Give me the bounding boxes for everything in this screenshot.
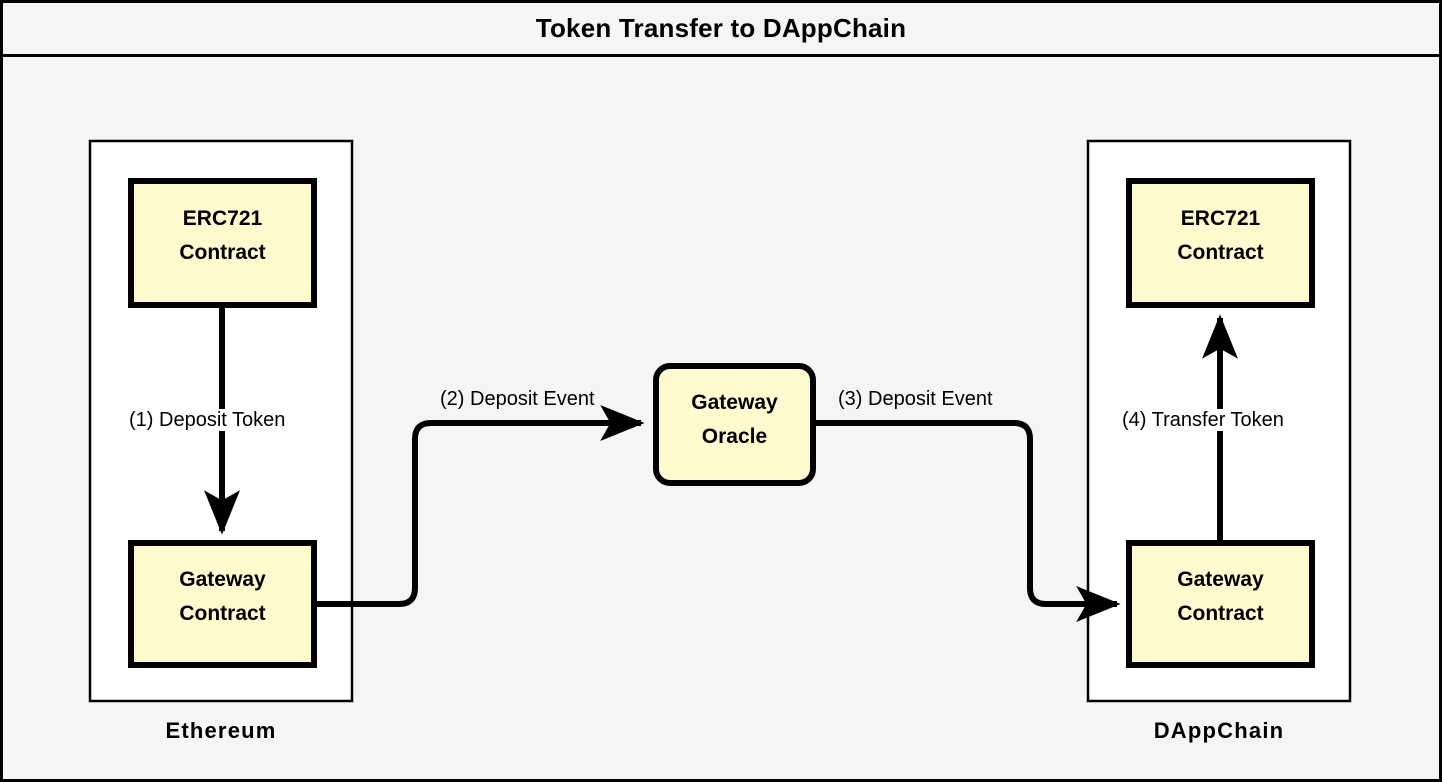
panel-label-dappchain: DAppChain: [1153, 718, 1285, 743]
edge-3-label: (3) Deposit Event: [838, 388, 993, 410]
node-dapp-erc721-line1: ERC721: [1181, 207, 1261, 230]
node-dapp-erc721-box: [1126, 178, 1315, 308]
node-eth-erc721[interactable]: ERC721 Contract: [128, 178, 317, 308]
node-dapp-gateway-line1: Gateway: [1177, 568, 1264, 591]
node-eth-erc721-box: [128, 178, 317, 308]
node-eth-gateway-line1: Gateway: [179, 568, 266, 591]
edge-2-label: (2) Deposit Event: [440, 388, 595, 410]
node-dapp-gateway[interactable]: Gateway Contract: [1126, 540, 1315, 668]
edge-3-path: [813, 420, 1121, 622]
node-dapp-gateway-line2: Contract: [1177, 602, 1263, 625]
node-eth-gateway[interactable]: Gateway Contract: [128, 540, 317, 668]
edge-4-label: (4) Transfer Token: [1120, 409, 1286, 431]
node-dapp-erc721[interactable]: ERC721 Contract: [1126, 178, 1315, 308]
node-dapp-erc721-line2: Contract: [1177, 241, 1263, 264]
node-dapp-gateway-box: [1126, 540, 1315, 668]
edge-2-path: [313, 404, 645, 607]
node-gateway-oracle[interactable]: Gateway Oracle: [653, 363, 816, 486]
node-eth-erc721-line2: Contract: [179, 241, 265, 264]
panel-label-ethereum: Ethereum: [165, 718, 277, 743]
node-eth-gateway-box: [128, 540, 317, 668]
node-eth-gateway-line2: Contract: [179, 602, 265, 625]
page-title: Token Transfer to DAppChain: [535, 13, 907, 43]
diagram-title-bar: Token Transfer to DAppChain: [3, 3, 1439, 57]
node-eth-erc721-line1: ERC721: [183, 207, 263, 230]
node-gateway-oracle-line2: Oracle: [702, 425, 767, 448]
edge-1-label: (1) Deposit Token: [127, 409, 288, 431]
node-gateway-oracle-line1: Gateway: [691, 391, 778, 414]
node-gateway-oracle-box: [653, 363, 816, 486]
diagram-canvas: ERC721 Contract Gateway Contract Gateway…: [88, 139, 1352, 703]
